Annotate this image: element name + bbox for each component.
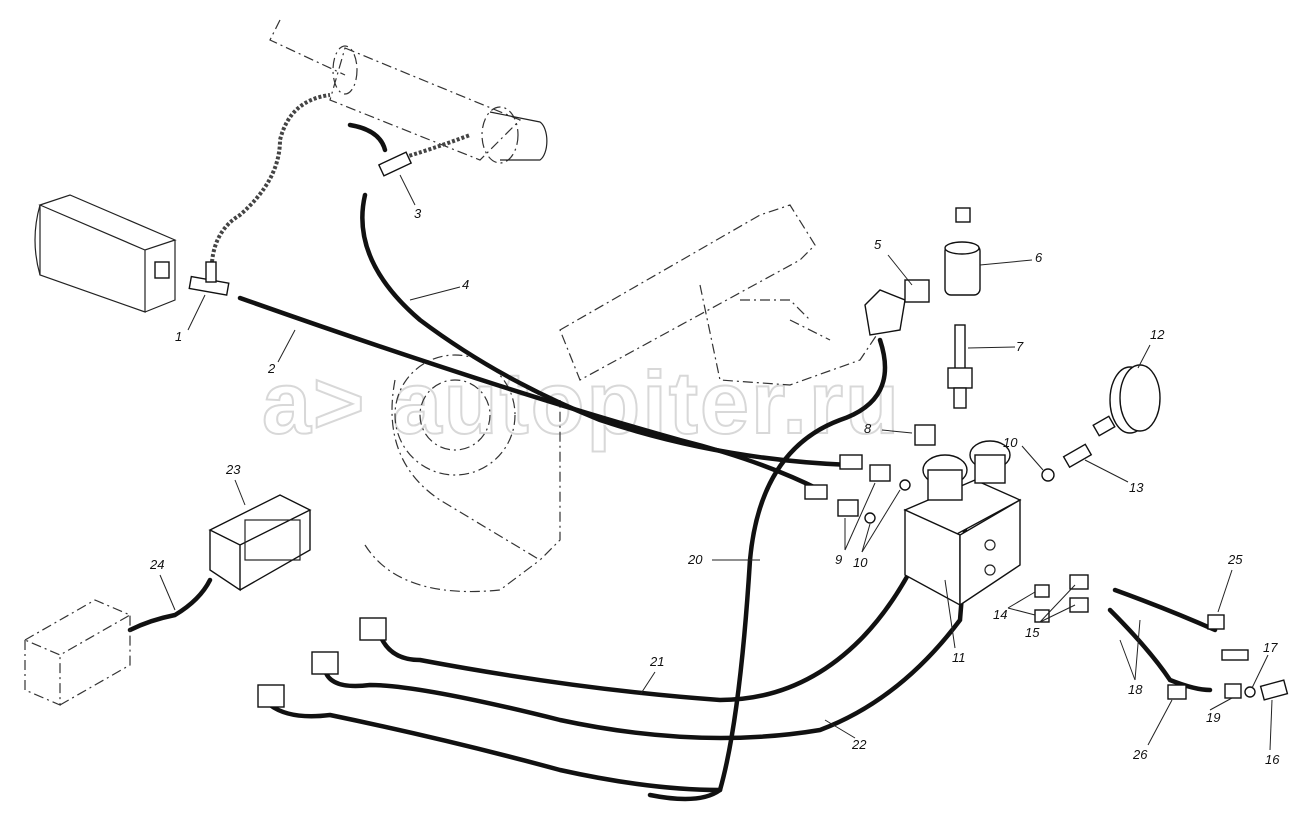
plug-8 — [914, 424, 936, 446]
reservoir-box — [34, 194, 177, 313]
hose-4 — [360, 192, 853, 468]
callout-23: 23 — [226, 462, 241, 477]
callout-10b: 10 — [1003, 435, 1018, 450]
hose-20 — [647, 337, 888, 802]
hose-18a — [1112, 587, 1218, 633]
valve-block-11 — [903, 440, 1022, 607]
hose-18b — [1107, 607, 1213, 693]
connector-22 — [311, 651, 339, 675]
connector-21b — [257, 684, 285, 708]
washer-10b — [899, 479, 911, 491]
callout-21: 21 — [650, 654, 665, 669]
fitting-14 — [1034, 584, 1050, 598]
fitting-9b — [869, 464, 891, 482]
fitting-9a — [837, 499, 859, 517]
callout-22: 22 — [852, 737, 867, 752]
cable-21b — [267, 702, 723, 793]
callout-19: 19 — [1206, 710, 1221, 725]
callout-15: 15 — [1025, 625, 1040, 640]
cable-21 — [377, 527, 933, 703]
bracket-frame — [364, 204, 881, 593]
callout-8: 8 — [864, 421, 872, 436]
nut-19 — [1224, 683, 1242, 699]
callout-9: 9 — [835, 552, 843, 567]
cap-25 — [1207, 614, 1225, 630]
callout-26: 26 — [1133, 747, 1148, 762]
pressure-gauge-12 — [1092, 364, 1161, 437]
tee-fitting-1 — [188, 261, 230, 296]
callout-18: 18 — [1128, 682, 1143, 697]
callout-2: 2 — [268, 361, 276, 376]
callout-24: 24 — [150, 557, 165, 572]
leader-lines — [159, 174, 1273, 751]
callout-25: 25 — [1228, 552, 1243, 567]
cable-24 — [127, 577, 213, 633]
connector-block-23 — [208, 494, 312, 592]
hose-3 — [347, 122, 388, 153]
hose-2 — [237, 295, 823, 493]
callout-12: 12 — [1150, 327, 1165, 342]
connector-block-24 — [23, 599, 132, 706]
fitting-15c — [1069, 597, 1089, 613]
braided-hose-left — [210, 93, 331, 263]
valve-stem-7 — [947, 324, 973, 409]
callout-6: 6 — [1035, 250, 1043, 265]
callout-3: 3 — [414, 206, 422, 221]
solenoid-5 — [864, 279, 930, 336]
callout-4: 4 — [462, 277, 470, 292]
callout-1: 1 — [175, 329, 183, 344]
callout-7: 7 — [1016, 339, 1024, 354]
washer-10a — [864, 512, 876, 524]
watermark-logo: a> autopiter.ru — [261, 352, 901, 453]
callout-16: 16 — [1265, 752, 1280, 767]
adapter-13 — [1062, 443, 1093, 469]
cylinder-top — [269, 19, 548, 164]
callout-17: 17 — [1263, 640, 1278, 655]
callout-5: 5 — [874, 237, 882, 252]
washer-10 — [1041, 468, 1055, 482]
coupling-16 — [1259, 679, 1289, 701]
callout-11: 11 — [952, 650, 966, 665]
washer-17 — [1244, 686, 1256, 698]
callout-13: 13 — [1129, 480, 1144, 495]
callout-14: 14 — [993, 607, 1008, 622]
hose-end-4 — [839, 454, 863, 470]
callout-20: 20 — [688, 552, 703, 567]
callout-10a: 10 — [853, 555, 868, 570]
cap-26 — [1167, 684, 1187, 700]
cable-22 — [322, 517, 968, 741]
nipple-18 — [1221, 649, 1249, 661]
tee-fitting-3 — [377, 151, 413, 177]
coil-6 — [944, 207, 981, 296]
hose-end-2 — [804, 484, 828, 500]
connector-21 — [359, 617, 387, 641]
